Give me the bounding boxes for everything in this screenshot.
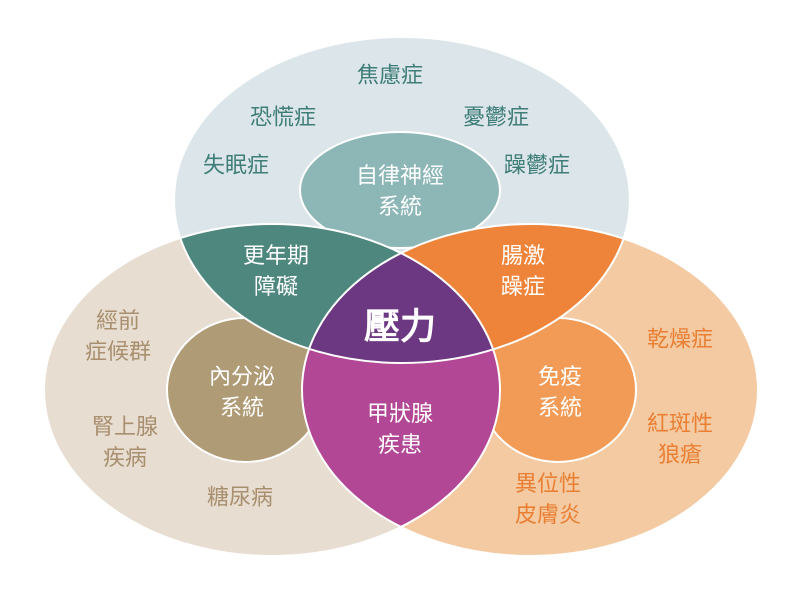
label-adrenal: 腎上腺疾病: [92, 412, 158, 474]
line: 疾病: [102, 446, 148, 471]
line: 躁症: [500, 275, 546, 300]
line: 內分泌: [208, 365, 276, 390]
label-immune: 免疫系統: [538, 362, 582, 424]
line: 疾患: [377, 433, 423, 458]
line: 系統: [377, 195, 423, 220]
label-diabetes: 糖尿病: [206, 485, 274, 511]
label-lupus: 紅斑性狼瘡: [647, 409, 713, 471]
line: 障礙: [253, 275, 299, 300]
line: 腎上腺: [91, 415, 159, 440]
line: 系統: [537, 396, 583, 421]
label-bipolar: 躁鬱症: [503, 153, 571, 179]
label-depression: 憂鬱症: [462, 105, 530, 131]
center-overlap: [302, 224, 500, 363]
line: 症候群: [84, 340, 152, 365]
label-stress: 壓力: [363, 306, 437, 348]
label-panic: 恐慌症: [249, 105, 317, 131]
label-menopause: 更年期障礙: [243, 241, 309, 303]
line: 異位性: [514, 472, 582, 497]
line: 更年期: [242, 244, 310, 269]
label-pms: 經前症候群: [85, 306, 151, 368]
label-thyroid: 甲狀腺疾患: [367, 399, 433, 461]
line: 紅斑性: [646, 412, 714, 437]
top-inner-circle: [299, 131, 501, 249]
line: 免疫: [537, 365, 583, 390]
line: 自律神經: [355, 164, 445, 189]
line: 經前: [95, 309, 141, 334]
line: 甲狀腺: [366, 402, 434, 427]
label-autonomic: 自律神經系統: [356, 161, 444, 223]
line: 腸激: [500, 244, 546, 269]
line: 皮膚炎: [514, 503, 582, 528]
line: 系統: [219, 396, 265, 421]
label-anxiety: 焦慮症: [356, 63, 424, 89]
line: 狼瘡: [657, 443, 703, 468]
label-eczema: 異位性皮膚炎: [515, 469, 581, 531]
label-endocrine: 內分泌系統: [209, 362, 275, 424]
label-sjogren: 乾燥症: [646, 327, 714, 353]
label-insomnia: 失眠症: [202, 153, 270, 179]
label-ibs: 腸激躁症: [501, 241, 545, 303]
